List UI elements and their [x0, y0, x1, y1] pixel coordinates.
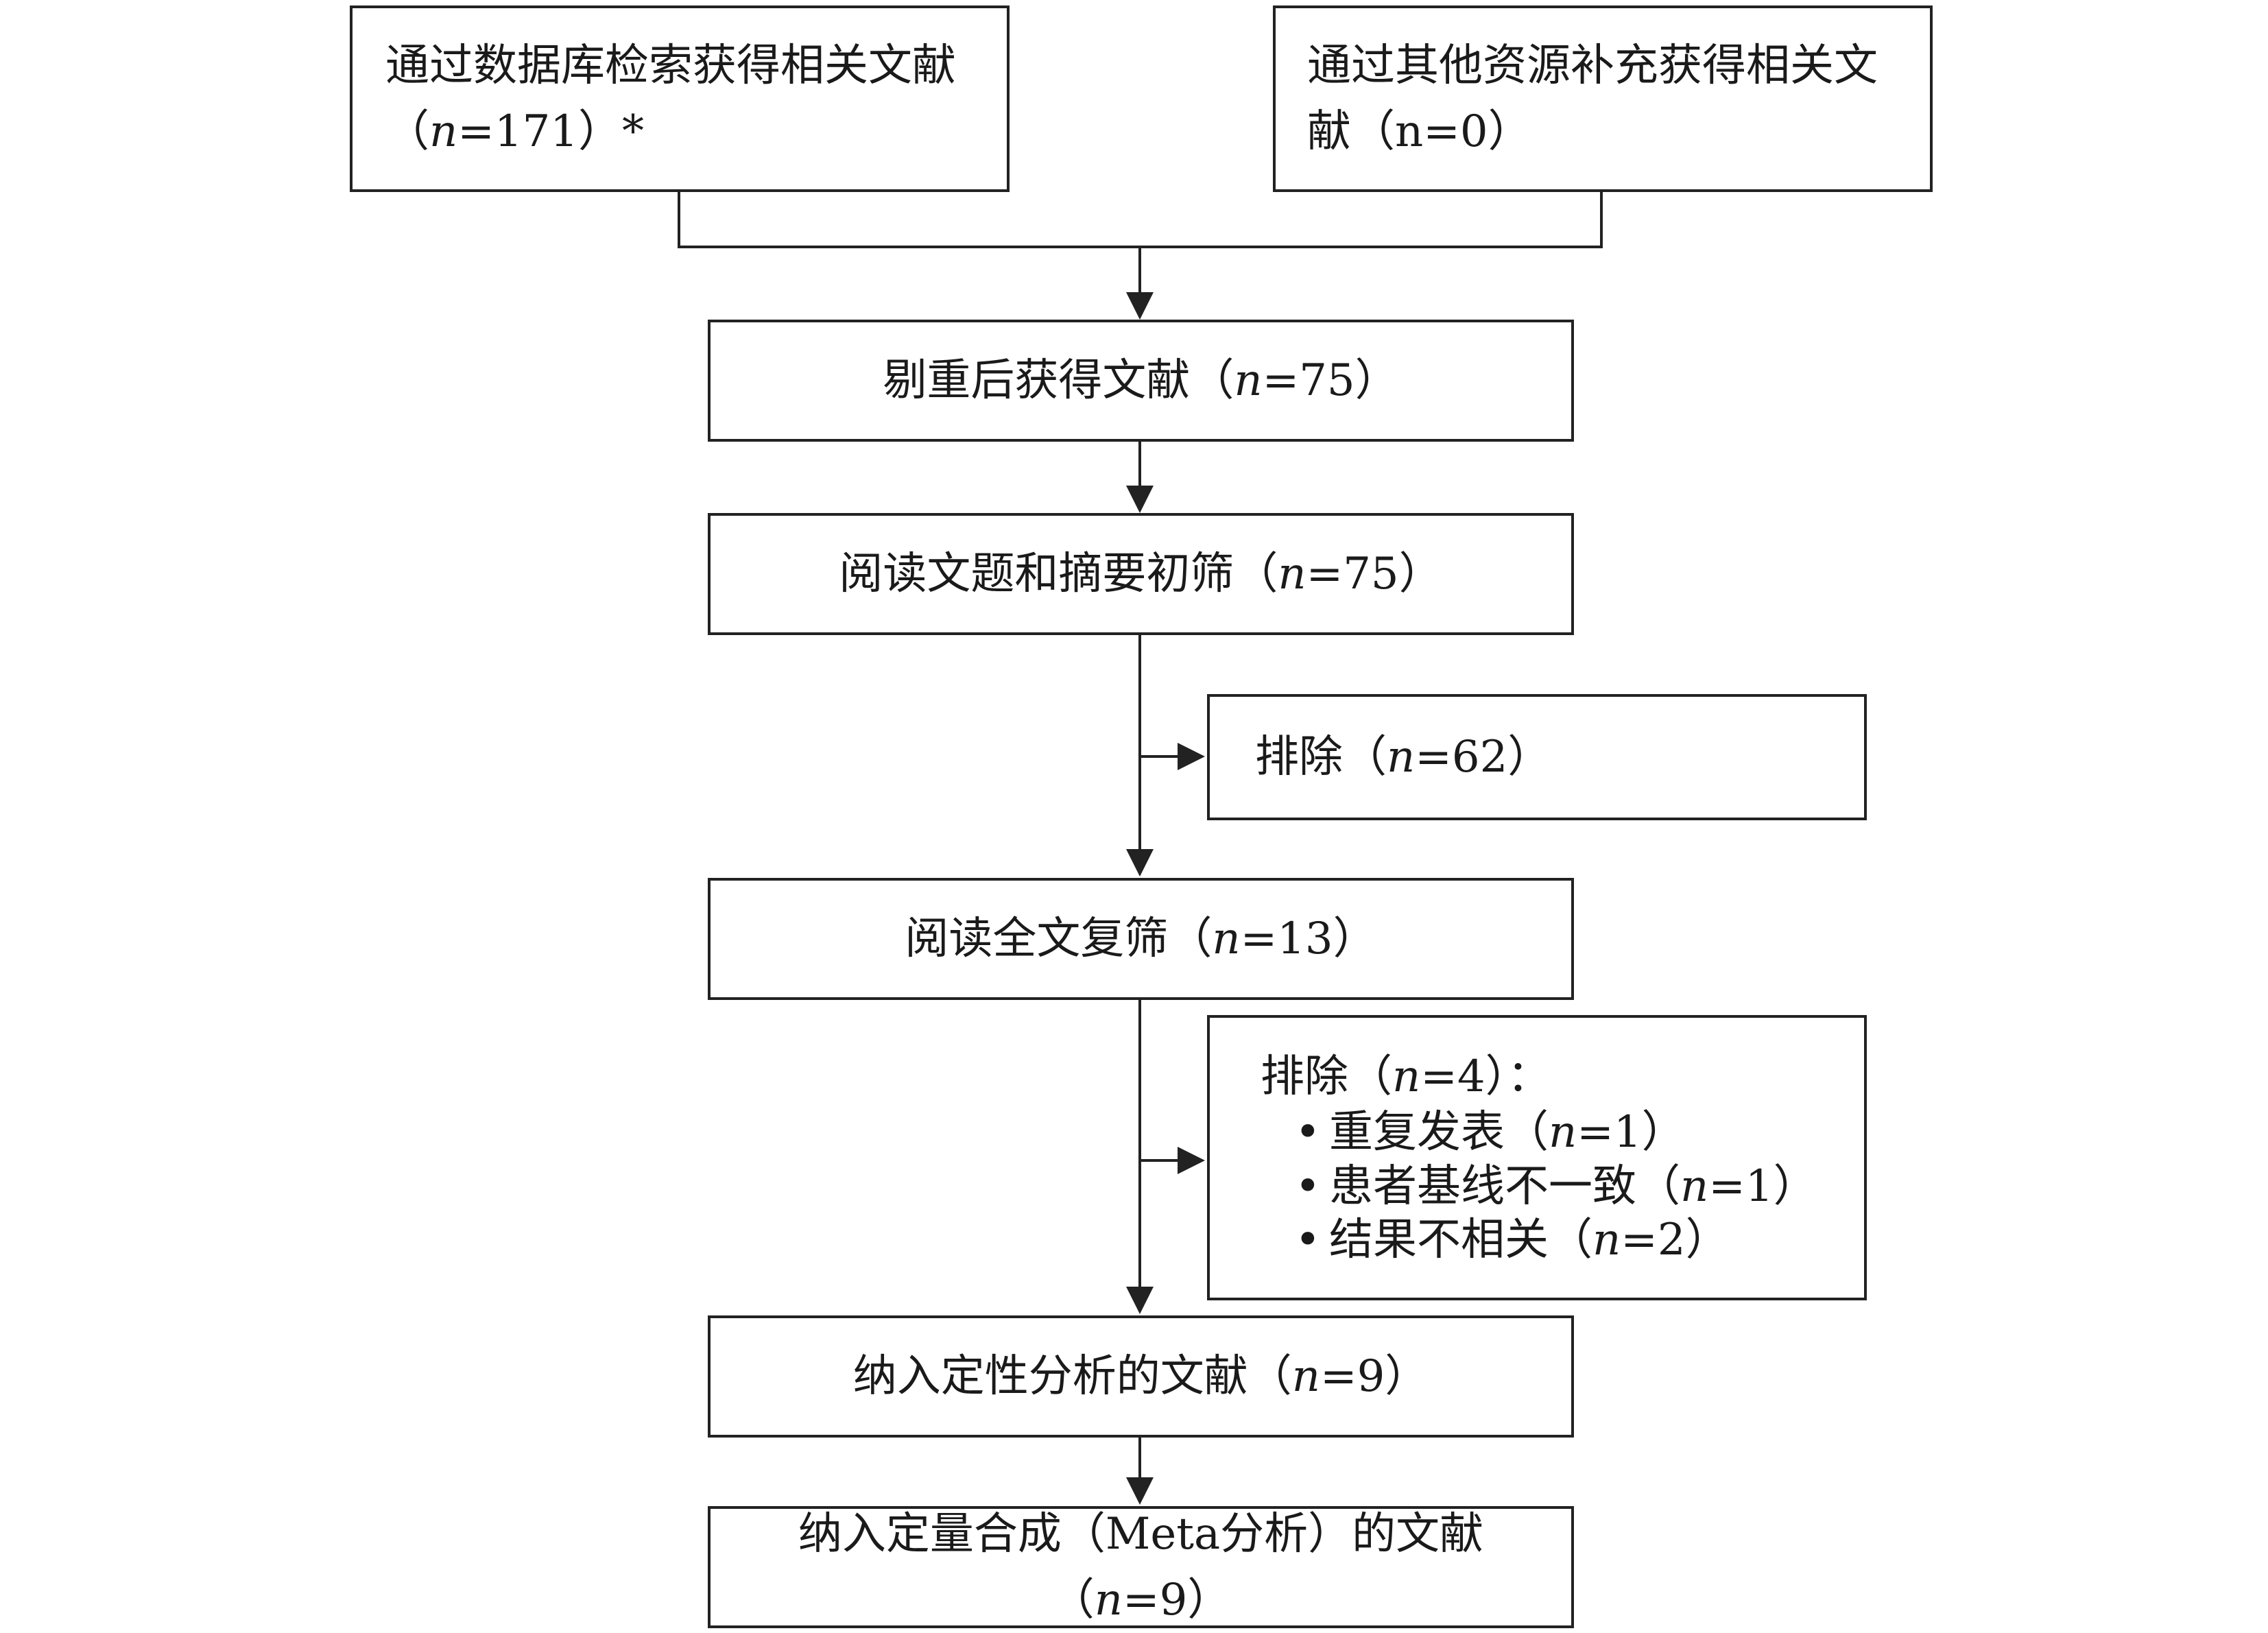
n-symbol: n — [1549, 1107, 1577, 1158]
source-other-line2-prefix: 献（ — [1307, 106, 1395, 157]
fulltext-count: =13 — [1240, 914, 1333, 964]
quantitative-suffix: ） — [1187, 1575, 1232, 1625]
n-symbol: n — [1094, 1575, 1123, 1625]
title-abstract-text: 阅读文题和摘要初筛（n=75） — [839, 541, 1442, 607]
exclusion-reason-item: 结果不相关（n=2） — [1295, 1213, 1817, 1267]
dedup-box: 剔重后获得文献（n=75） — [708, 320, 1574, 442]
exclusion-2-header: 排除（n=4）： — [1261, 1049, 1817, 1106]
source-other-line1: 通过其他资源补充获得相关文 — [1307, 40, 1878, 91]
qualitative-count: =9 — [1320, 1351, 1385, 1402]
fulltext-text: 阅读全文复筛（n=13） — [905, 906, 1376, 972]
dedup-count: =75 — [1262, 355, 1355, 406]
n-symbol: n — [1680, 1160, 1709, 1212]
exclusion-2-label: 排除（ — [1261, 1051, 1392, 1103]
exclusion-reason-label: 结果不相关（ — [1329, 1214, 1592, 1265]
exclusion-reason-suffix: ） — [1641, 1107, 1686, 1158]
qualitative-text: 纳入定性分析的文献（n=9） — [853, 1344, 1429, 1409]
exclusion-reason-count: =2 — [1621, 1214, 1686, 1265]
exclusion-reason-suffix: ） — [1773, 1160, 1817, 1212]
exclusion-1-count: =62 — [1415, 732, 1508, 783]
source-database-line1: 通过数据库检索获得相关文献 — [385, 40, 956, 91]
qualitative-suffix: ） — [1385, 1351, 1429, 1402]
source-database-box: 通过数据库检索获得相关文献 （n=171）* — [350, 5, 1010, 192]
dedup-text: 剔重后获得文献（n=75） — [883, 348, 1398, 414]
fulltext-label: 阅读全文复筛（ — [905, 914, 1213, 964]
quantitative-label: 纳入定量合成（Meta分析）的文献（ — [798, 1509, 1484, 1625]
exclusion-reason-label: 重复发表（ — [1329, 1107, 1549, 1158]
exclusion-2-suffix: ）： — [1485, 1051, 1551, 1103]
fulltext-suffix: ） — [1333, 914, 1377, 964]
source-database-line2-suffix: ）* — [578, 106, 644, 157]
n-symbol: n — [1234, 355, 1263, 406]
n-symbol: n — [1592, 1214, 1621, 1265]
quantitative-box: 纳入定量合成（Meta分析）的文献（n=9） — [708, 1506, 1574, 1628]
source-database-text: 通过数据库检索获得相关文献 （n=171）* — [385, 33, 956, 165]
n-symbol: n — [429, 106, 458, 157]
exclusion-reason-item: 患者基线不一致（n=1） — [1295, 1160, 1817, 1213]
quantitative-text: 纳入定量合成（Meta分析）的文献（n=9） — [711, 1501, 1571, 1633]
n-symbol: n — [1387, 732, 1416, 783]
exclusion-reason-suffix: ） — [1685, 1214, 1730, 1265]
source-database-line2-prefix: （ — [385, 106, 429, 157]
exclusion-2-box: 排除（n=4）： 重复发表（n=1） 患者基线不一致（n=1） 结果不相关（n=… — [1207, 1015, 1867, 1300]
title-abstract-label: 阅读文题和摘要初筛（ — [839, 549, 1278, 599]
n-symbol: n — [1291, 1351, 1320, 1402]
dedup-suffix: ） — [1354, 355, 1399, 406]
qualitative-label: 纳入定性分析的文献（ — [852, 1351, 1292, 1402]
exclusion-reasons-list: 重复发表（n=1） 患者基线不一致（n=1） 结果不相关（n=2） — [1295, 1106, 1817, 1266]
exclusion-reason-label: 患者基线不一致（ — [1329, 1160, 1680, 1212]
exclusion-2-count: =4 — [1420, 1051, 1485, 1103]
n-symbol: n — [1212, 914, 1241, 964]
title-abstract-suffix: ） — [1398, 549, 1443, 599]
title-abstract-box: 阅读文题和摘要初筛（n=75） — [708, 513, 1574, 635]
title-abstract-count: =75 — [1306, 549, 1399, 599]
source-other-line2-suffix: ） — [1488, 106, 1532, 157]
exclusion-reason-item: 重复发表（n=1） — [1295, 1106, 1817, 1159]
source-other-box: 通过其他资源补充获得相关文 献（n=0） — [1273, 5, 1933, 192]
exclusion-reason-count: =1 — [1577, 1107, 1642, 1158]
exclusion-1-suffix: ） — [1507, 732, 1552, 783]
source-other-text: 通过其他资源补充获得相关文 献（n=0） — [1307, 33, 1878, 165]
source-other-count: n=0 — [1395, 106, 1488, 157]
dedup-label: 剔重后获得文献（ — [883, 355, 1234, 406]
exclusion-2-content: 排除（n=4）： 重复发表（n=1） 患者基线不一致（n=1） 结果不相关（n=… — [1261, 1049, 1817, 1267]
n-symbol: n — [1392, 1051, 1421, 1103]
n-symbol: n — [1278, 549, 1306, 599]
source-database-count: =171 — [457, 106, 578, 157]
qualitative-box: 纳入定性分析的文献（n=9） — [708, 1315, 1574, 1438]
exclusion-1-box: 排除（n=62） — [1207, 694, 1867, 820]
exclusion-reason-count: =1 — [1708, 1160, 1774, 1212]
exclusion-1-label: 排除（ — [1255, 732, 1387, 783]
fulltext-box: 阅读全文复筛（n=13） — [708, 878, 1574, 1000]
exclusion-1-text: 排除（n=62） — [1255, 724, 1551, 790]
quantitative-count: =9 — [1122, 1575, 1188, 1625]
